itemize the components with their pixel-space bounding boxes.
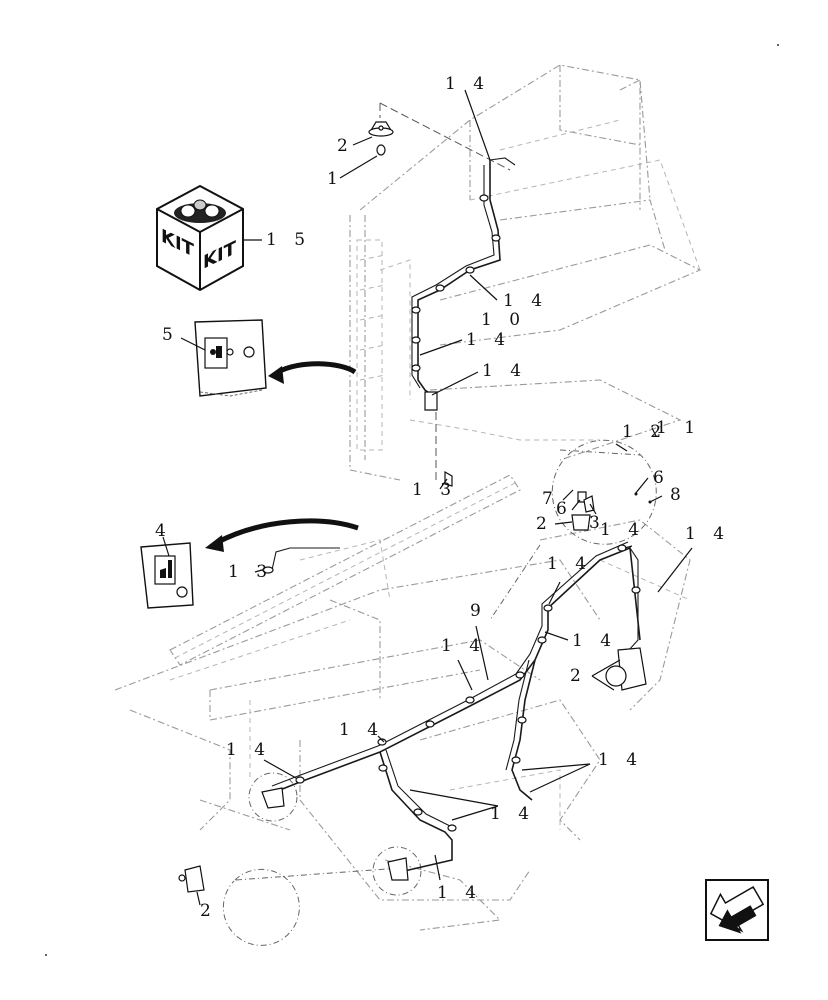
callout-14-top: 1 4	[445, 74, 491, 94]
callout-9: 9	[470, 601, 487, 621]
callout-14-mid: 1 4	[547, 554, 593, 574]
callout-14-b: 1 4	[466, 330, 512, 350]
upper-hose-harness	[411, 89, 516, 490]
callout-2-top: 2	[337, 136, 354, 156]
callout-7: 7	[542, 489, 559, 509]
beacon-lamp-top	[339, 121, 394, 179]
callout-13-mid: 1 3	[412, 480, 458, 500]
kit-box-icon	[156, 184, 262, 292]
callout-3: 3	[589, 513, 606, 533]
callout-5: 5	[162, 325, 179, 345]
switch-panel-4	[140, 518, 359, 609]
callout-2-inset: 2	[536, 514, 553, 534]
callout-12: 1 2	[622, 422, 668, 442]
callout-10: 1 0	[481, 310, 527, 330]
inset-upper-right	[489, 439, 657, 621]
inset-lamp-bottom	[178, 865, 205, 906]
next-page-arrow-icon[interactable]	[705, 878, 769, 941]
callout-15: 1 5	[266, 230, 312, 250]
callout-2-right: 2	[570, 666, 587, 686]
callout-6-inset: 6	[556, 499, 573, 519]
callout-1-top: 1	[327, 169, 344, 189]
callout-14-r1: 1 4	[600, 520, 646, 540]
callout-8: 8	[670, 485, 687, 505]
callout-14-c: 1 4	[482, 361, 528, 381]
callout-2-bottom: 2	[200, 901, 217, 921]
callout-11: 1 1	[656, 418, 702, 438]
callout-14-r2: 1 4	[685, 524, 731, 544]
callout-14-left-low: 1 4	[226, 740, 272, 760]
connector-13	[254, 547, 340, 574]
callout-14-a: 1 4	[503, 291, 549, 311]
callout-13-left: 1 3	[228, 562, 274, 582]
callout-14-r3: 1 4	[572, 631, 618, 651]
callout-6-right: 6	[653, 468, 670, 488]
switch-panel-5	[180, 319, 357, 397]
callout-14-bottom: 1 4	[437, 883, 483, 903]
callout-14-l1: 1 4	[441, 636, 487, 656]
lamp-dash-leaders	[379, 102, 511, 480]
callout-14-l2: 1 4	[339, 720, 385, 740]
inset-switch-parts	[554, 427, 663, 531]
lower-hose-harness	[261, 541, 693, 881]
callout-4: 4	[155, 521, 172, 541]
callout-14-right-low: 1 4	[598, 750, 644, 770]
callout-14-bottom-mid: 1 4	[490, 804, 536, 824]
inset-lower-ring	[248, 772, 422, 896]
upper-frame-ghost	[349, 64, 702, 481]
inset-lower-left	[222, 867, 401, 946]
